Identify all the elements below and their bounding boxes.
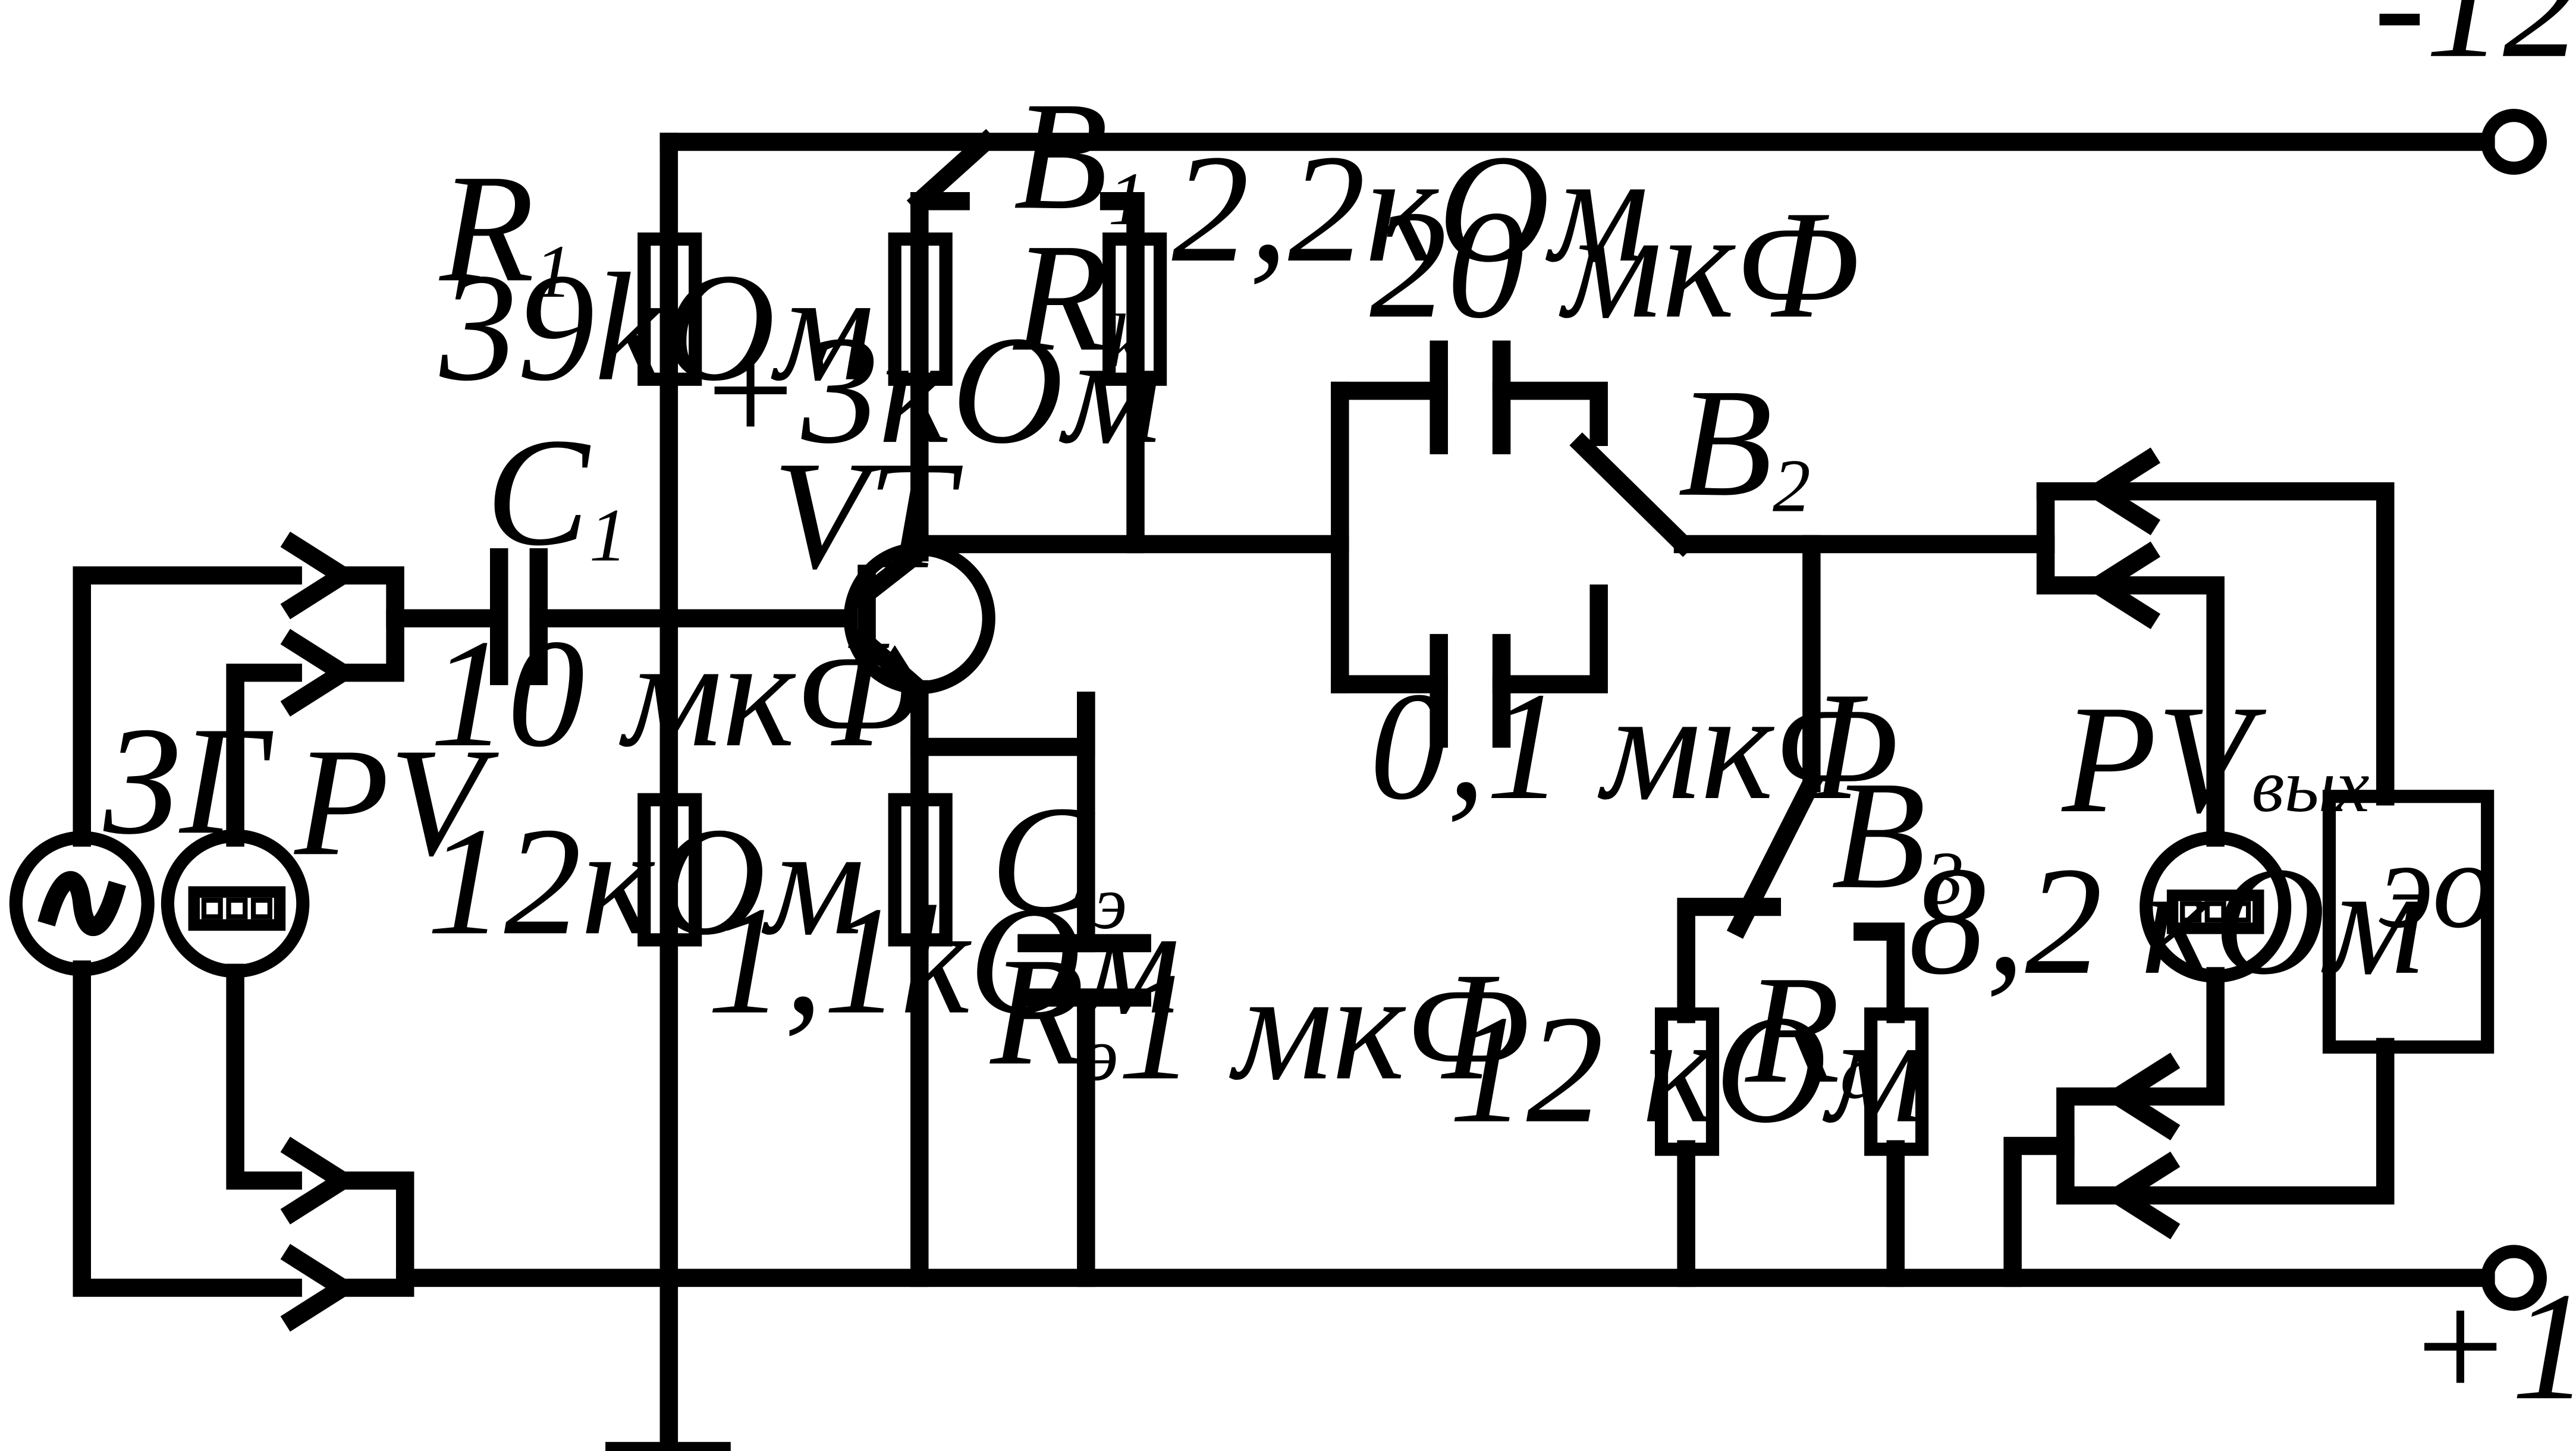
switch1-contact-wire — [1099, 192, 1145, 554]
switch2-blade — [1569, 432, 1696, 557]
positive-terminal — [2481, 1245, 2547, 1311]
capacitor-0-1uf — [1430, 634, 1511, 748]
voltmeter-in-bottom-wire — [226, 963, 302, 1190]
label-cap-20uf: 20 мкФ — [1369, 179, 1859, 350]
transistor-vt — [843, 539, 995, 702]
voltmeter-out-top-wire — [2089, 576, 2225, 847]
label-c1-value: 10 мкФ — [430, 608, 920, 779]
input-arrow-2 — [280, 629, 360, 717]
generator-zg — [9, 831, 155, 976]
output-bottom-connector-b — [2056, 1087, 2128, 1155]
label-r1-name: R1 — [437, 143, 572, 314]
label-re-name: Rэ — [988, 926, 1119, 1097]
label-rc-b-value: 8,2 кОм — [1909, 836, 2424, 1007]
input-bottom-connector — [333, 1172, 414, 1297]
oscilloscope-bottom-wire — [2109, 1038, 2395, 1205]
ce-top-wire — [910, 692, 1095, 756]
resistor-rk-main — [888, 232, 953, 386]
label-switch2: B2 — [1678, 357, 1811, 529]
label-voltmeter-out: PVвых — [2060, 674, 2370, 845]
oscilloscope-top-wire — [2089, 482, 2395, 806]
cap-big-right-wire — [1492, 381, 1608, 447]
cap-small-right-wire — [1492, 584, 1608, 693]
label-cap-0-1uf: 0,1 мкФ — [1369, 661, 1898, 832]
label-rc-a-value: 12 кОм — [1449, 984, 1925, 1155]
label-oscilloscope: эо — [2379, 815, 2495, 954]
labels: -12 В +12 В R1 39kОм 12кОм +3кОм 2,2кОм … — [103, 0, 2576, 1432]
input-arrow-3 — [280, 1136, 360, 1224]
rc-a-top-wire — [1677, 897, 1782, 1023]
label-voltmeter-in: PV — [292, 717, 501, 888]
label-ce-value: 1 мкФ — [1117, 941, 1529, 1112]
label-transistor: VT — [773, 430, 965, 601]
label-ce-name: Cэ — [991, 774, 1127, 946]
resistor-rc-b — [1864, 1007, 1929, 1156]
resistor-re — [888, 793, 953, 947]
rc-b-top-wire — [1854, 922, 1905, 1023]
output-top-connector — [2036, 482, 2108, 595]
generator-top-wire — [73, 566, 302, 847]
capacitor-ce — [1017, 692, 1151, 1007]
label-switch1: B1 — [1013, 70, 1146, 241]
capacitor-20uf — [1430, 340, 1511, 454]
label-rk-name: Rk — [1011, 212, 1143, 384]
label-generator: ЗГ — [103, 695, 275, 866]
label-re-value: 1,1kОм — [707, 875, 1180, 1046]
label-negative-rail: -12 В — [2374, 0, 2576, 90]
wiring — [73, 128, 2495, 1451]
sine-wave-icon — [37, 871, 127, 936]
oscilloscope-box — [2322, 790, 2495, 1054]
label-positive-rail: +12 В — [2407, 1261, 2576, 1432]
capacitor-c1 — [490, 548, 548, 686]
label-rk-main-value: +3кОм — [697, 304, 1163, 476]
label-c1-name: C1 — [486, 407, 627, 578]
resistor-12k-bias — [637, 793, 702, 947]
input-arrow-1 — [280, 531, 360, 620]
label-switch3: B3 — [1832, 750, 1964, 921]
voltmeter-out — [2140, 831, 2292, 983]
voltmeter-in-top-wire — [226, 664, 302, 847]
resistor-r1 — [637, 232, 702, 386]
voltmeter-in — [161, 829, 310, 978]
label-r1-value: 39kОм — [437, 242, 874, 413]
generator-bottom-wire — [73, 960, 302, 1297]
label-rk-alt-value: 2,2кОм — [1172, 123, 1649, 294]
input-arrow-4 — [280, 1243, 360, 1332]
label-r-bias-low-value: 12кОм — [426, 796, 865, 967]
output-bottom-connector — [2003, 1136, 2128, 1287]
resistor-rc-a — [1654, 1007, 1720, 1156]
switch1-blade — [906, 128, 998, 214]
resistor-rk-alt — [1102, 232, 1167, 386]
label-rc-name: Rc — [1743, 944, 1874, 1116]
voltmeter-out-bottom-wire — [2109, 967, 2225, 1106]
negative-terminal — [2481, 109, 2547, 175]
